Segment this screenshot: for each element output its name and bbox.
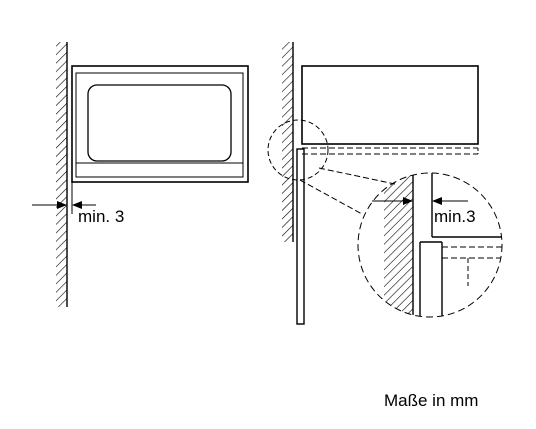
detail-dim-arrowhead-2 <box>432 197 442 205</box>
left-dim-arrowhead-2 <box>72 201 82 209</box>
right-view <box>267 42 479 325</box>
left-view: min. 3 <box>32 42 249 307</box>
left-wall-hatching <box>56 42 67 307</box>
detail-view: min.3 <box>357 172 503 318</box>
left-clearance-label: min. 3 <box>78 207 124 226</box>
left-appliance-window <box>87 84 232 162</box>
detail-dim-arrowhead-1 <box>403 197 413 205</box>
detail-wall-hatching <box>384 173 413 317</box>
detail-source-circle <box>267 119 329 181</box>
left-appliance-frame <box>71 65 249 183</box>
detail-clearance-label: min.3 <box>434 207 476 226</box>
detail-connector-lower <box>299 179 363 215</box>
right-front-panel <box>296 148 305 325</box>
left-appliance-inner-frame <box>75 72 244 178</box>
units-note: Maße in mm <box>384 391 478 410</box>
left-dim-arrowhead-1 <box>57 201 67 209</box>
right-wall-hatching <box>282 42 293 242</box>
detail-connector-upper <box>318 167 396 185</box>
right-appliance-body <box>301 65 479 145</box>
detail-magnifier-circle <box>357 172 503 318</box>
